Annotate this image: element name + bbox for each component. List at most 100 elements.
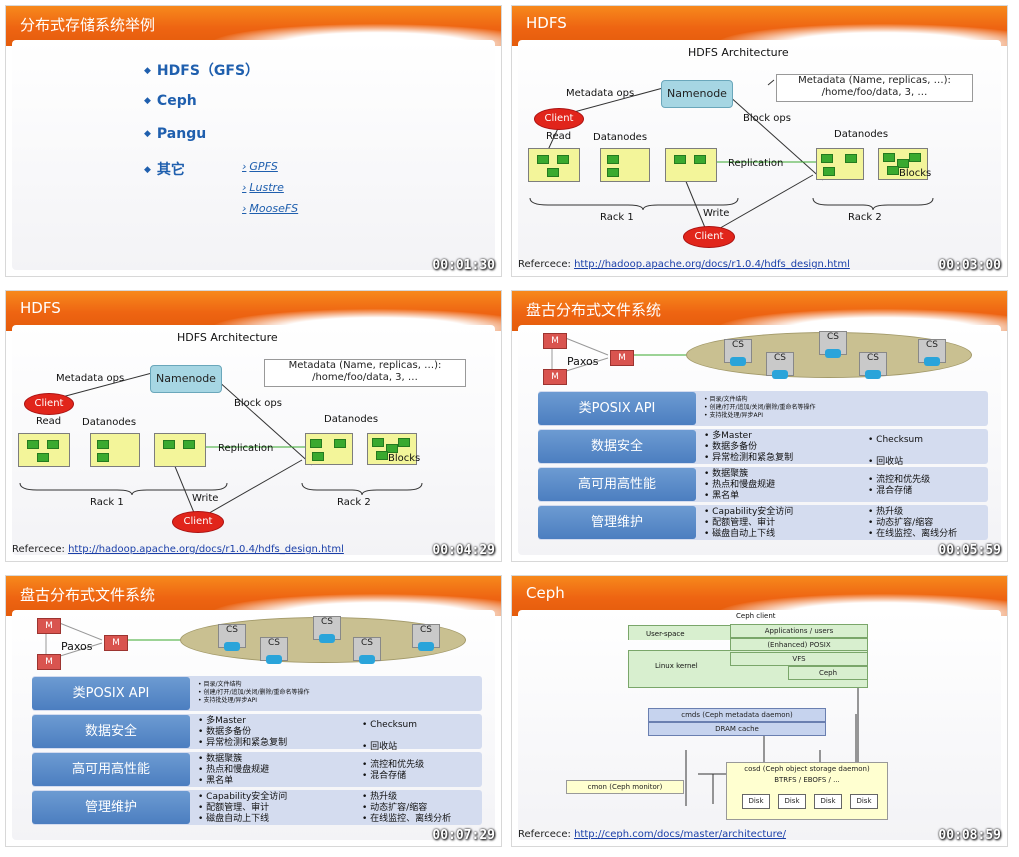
chunkserver: CS — [724, 339, 752, 366]
label-datanodes: Datanodes — [593, 132, 648, 143]
timestamp: 00:05:59 — [938, 543, 1001, 558]
label-block-ops: Block ops — [743, 113, 791, 124]
slide-thumbnail-4[interactable]: 盘古分布式文件系统 M M M Paxos CS CS CS CS CS 类PO… — [511, 290, 1008, 562]
label-metadata-ops: Metadata ops — [56, 373, 125, 384]
feature-detail: • 数据聚簇• 热点和慢盘规避• 黑名单 — [704, 469, 776, 501]
label-replication: Replication — [728, 158, 784, 169]
label-rack-2: Rack 2 — [337, 497, 371, 508]
timestamp: 00:07:29 — [432, 828, 495, 843]
hdfs-diagram: HDFS Architecture Namenode Metadata (Nam… — [518, 40, 1001, 270]
label-replication: Replication — [218, 443, 274, 454]
label-datanodes-2: Datanodes — [324, 414, 379, 425]
namenode-box: Namenode — [150, 365, 222, 393]
timestamp: 00:01:30 — [432, 258, 495, 273]
reference: Refercece: http://ceph.com/docs/master/a… — [518, 829, 787, 840]
list-item: ◆HDFS（GFS） — [144, 63, 260, 79]
feature-label: 高可用高性能 — [538, 468, 696, 501]
client-node: Client — [534, 108, 584, 130]
slide-thumbnail-2[interactable]: HDFS HDFS Architecture Namenode Metadata… — [511, 5, 1008, 277]
list-item: ◆其它 — [144, 162, 185, 178]
cmon-monitor: cmon (Ceph monitor) — [566, 780, 684, 794]
feature-detail: • 目录/文件结构• 创建/打开/追加/关闭/删除/重命名等操作• 支持批处理/… — [704, 396, 816, 419]
slide-thumbnail-1[interactable]: 分布式存储系统举例 ◆HDFS（GFS） ◆Ceph ◆Pangu ◆其它 ›G… — [5, 5, 502, 277]
feature-label: 管理维护 — [538, 506, 696, 539]
feature-detail: • Capability安全访问• 配额管理、审计• 磁盘自动上下线 — [704, 507, 794, 539]
label-paxos: Paxos — [61, 640, 93, 653]
master-node: M — [543, 333, 567, 349]
client-node: Client — [683, 226, 735, 248]
feature-detail: • 热升级• 动态扩容/缩容• 在线监控、离线分析 — [868, 507, 958, 539]
cosd-daemon: cosd (Ceph object storage daemon) BTRFS … — [726, 762, 888, 820]
slide-thumbnail-5[interactable]: 盘古分布式文件系统 M M M Paxos CS CS CS CS CS 类PO… — [5, 575, 502, 847]
ceph-diagram: Ceph client User-space Applications / us… — [518, 610, 1001, 840]
label-user-space: User-space — [646, 630, 685, 638]
datanode — [816, 148, 864, 180]
sub-link[interactable]: ›Lustre — [242, 181, 284, 194]
chunkserver: CS — [313, 616, 341, 643]
diagram-title: HDFS Architecture — [688, 46, 789, 59]
master-node: M — [104, 635, 128, 651]
list-item: ◆Pangu — [144, 126, 207, 142]
feature-detail: • 热升级• 动态扩容/缩容• 在线监控、离线分析 — [362, 792, 452, 824]
chunkserver: CS — [260, 637, 288, 664]
timestamp: 00:08:59 — [938, 828, 1001, 843]
chunkserver: CS — [353, 637, 381, 664]
datanode — [528, 148, 580, 182]
disk: Disk — [850, 794, 878, 809]
label-rack-2: Rack 2 — [848, 212, 882, 223]
master-node: M — [37, 654, 61, 670]
metadata-box: Metadata (Name, replicas, …):/home/foo/d… — [776, 74, 973, 102]
master-node: M — [610, 350, 634, 366]
datanode — [367, 433, 417, 465]
label-metadata-ops: Metadata ops — [566, 88, 635, 99]
client-node: Client — [172, 511, 224, 533]
hdfs-diagram: HDFS Architecture Namenode Metadata (Nam… — [12, 325, 495, 555]
timestamp: 00:03:00 — [938, 258, 1001, 273]
slide-title: HDFS — [20, 299, 61, 317]
master-node: M — [37, 618, 61, 634]
chunkserver: CS — [766, 352, 794, 379]
label-rack-1: Rack 1 — [600, 212, 634, 223]
reference: Refercece: http://hadoop.apache.org/docs… — [518, 259, 850, 270]
chunkserver: CS — [918, 339, 946, 366]
datanode — [305, 433, 353, 465]
reference-link[interactable]: http://hadoop.apache.org/docs/r1.0.4/hdf… — [68, 544, 344, 555]
slide-thumbnail-6[interactable]: Ceph Ceph client User-space Applications… — [511, 575, 1008, 847]
feature-detail: • Checksum• 回收站 — [868, 435, 924, 467]
client-node: Client — [24, 393, 74, 415]
sub-link[interactable]: ›GPFS — [242, 160, 278, 173]
feature-label: 数据安全 — [538, 430, 696, 463]
feature-detail: • 多Master• 数据多备份• 异常检测和紧急复制 — [198, 716, 288, 748]
feature-detail: • 多Master• 数据多备份• 异常检测和紧急复制 — [704, 431, 794, 463]
label-blocks: Blocks — [899, 168, 932, 179]
metadata-box: Metadata (Name, replicas, …):/home/foo/d… — [264, 359, 466, 387]
reference: Refercece: http://hadoop.apache.org/docs… — [12, 544, 344, 555]
datanode — [600, 148, 650, 182]
label-write: Write — [703, 208, 730, 219]
feature-label: 管理维护 — [32, 791, 190, 824]
chunkserver: CS — [819, 331, 847, 358]
list-item: ◆Ceph — [144, 93, 197, 109]
apps-layer: Applications / users — [730, 624, 868, 638]
diagram-title: HDFS Architecture — [177, 331, 278, 344]
feature-label: 类POSIX API — [538, 392, 696, 425]
sub-link[interactable]: ›MooseFS — [242, 202, 299, 215]
slide-title: 盘古分布式文件系统 — [20, 586, 156, 604]
label-write: Write — [192, 493, 219, 504]
label-read: Read — [36, 416, 62, 427]
slide-title: HDFS — [526, 14, 567, 32]
label-blocks: Blocks — [388, 453, 421, 464]
pangu-diagram: M M M Paxos CS CS CS CS CS 类POSIX API 数据… — [12, 610, 495, 840]
feature-detail: • 流控和优先级• 混合存储 — [362, 760, 425, 781]
disk: Disk — [778, 794, 806, 809]
datanode — [18, 433, 70, 467]
reference-link[interactable]: http://ceph.com/docs/master/architecture… — [574, 829, 787, 840]
chunkserver: CS — [218, 624, 246, 651]
chunkserver: CS — [859, 352, 887, 379]
disk: Disk — [814, 794, 842, 809]
slide-thumbnail-3[interactable]: HDFS HDFS Architecture Namenode Metadata… — [5, 290, 502, 562]
namenode-box: Namenode — [661, 80, 733, 108]
label-datanodes-2: Datanodes — [834, 129, 889, 140]
datanode — [878, 148, 928, 180]
reference-link[interactable]: http://hadoop.apache.org/docs/r1.0.4/hdf… — [574, 259, 850, 270]
